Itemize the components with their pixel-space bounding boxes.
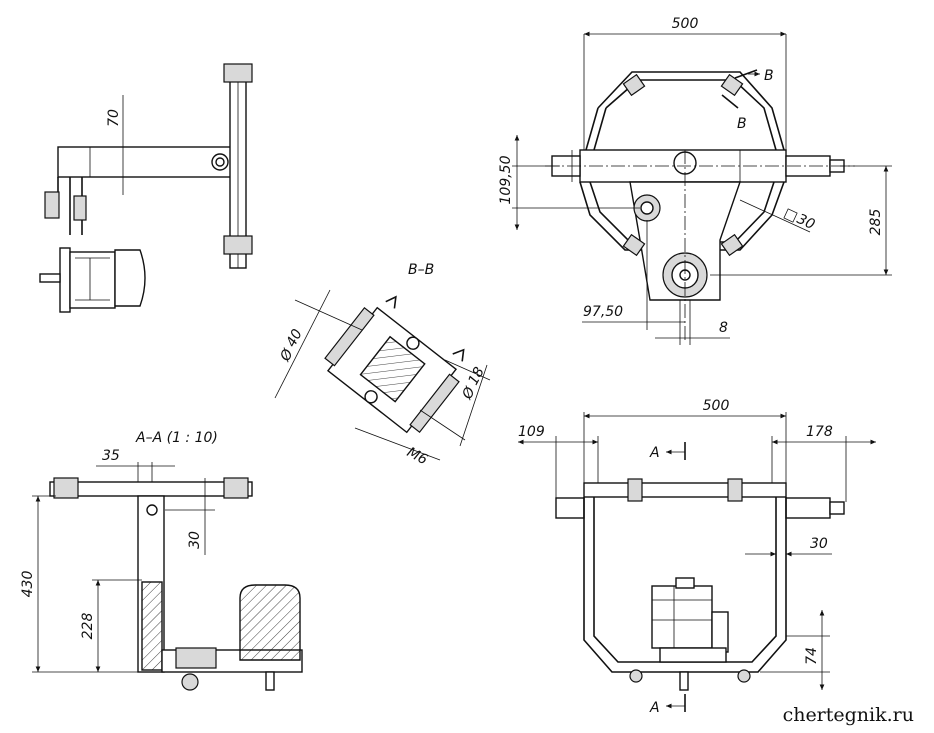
dim-top-square-30: 30 (794, 211, 817, 233)
dim-aa-430: 430 (20, 571, 36, 598)
cut-mark-b-top: B (764, 68, 774, 84)
front-view: A A 500 109 178 30 74 (518, 398, 876, 716)
section-aa: A–A (1 : 10) 35 30 430 228 (20, 430, 303, 691)
dim-front-109: 109 (518, 424, 545, 440)
cut-mark-a-bottom: A (649, 700, 660, 716)
dim-top-97-50: 97,50 (583, 304, 623, 320)
cut-mark-a-top: A (649, 445, 660, 461)
dim-top-8: 8 (719, 320, 728, 336)
dim-aa-35: 35 (102, 448, 120, 464)
cut-mark-b-bottom: B (737, 116, 747, 132)
dim-front-500: 500 (703, 398, 730, 414)
dim-top-square-30-symbol: □ (781, 205, 800, 225)
watermark: chertegnik.ru (783, 704, 914, 726)
dim-top-109-50: 109,50 (498, 155, 514, 204)
dim-top-500: 500 (672, 16, 699, 32)
section-bb: B–B Ø 40 Ø 18 M6 (274, 262, 491, 468)
dim-front-30: 30 (810, 536, 828, 552)
top-view: 500 109,50 285 □ 30 97,50 8 B B (498, 16, 892, 345)
dim-top-285: 285 (868, 209, 884, 236)
section-aa-label: A–A (1 : 10) (135, 430, 218, 446)
section-bb-label: B–B (408, 262, 434, 278)
dim-aa-30: 30 (187, 531, 203, 549)
dim-front-178: 178 (806, 424, 833, 440)
dim-bb-d18: 18 (465, 365, 488, 388)
dim-aa-228: 228 (80, 613, 96, 640)
side-view: 70 (39, 63, 253, 313)
dim-side-70: 70 (106, 109, 122, 127)
dim-bb-d40: 40 (283, 327, 306, 350)
dim-front-74: 74 (804, 647, 820, 665)
